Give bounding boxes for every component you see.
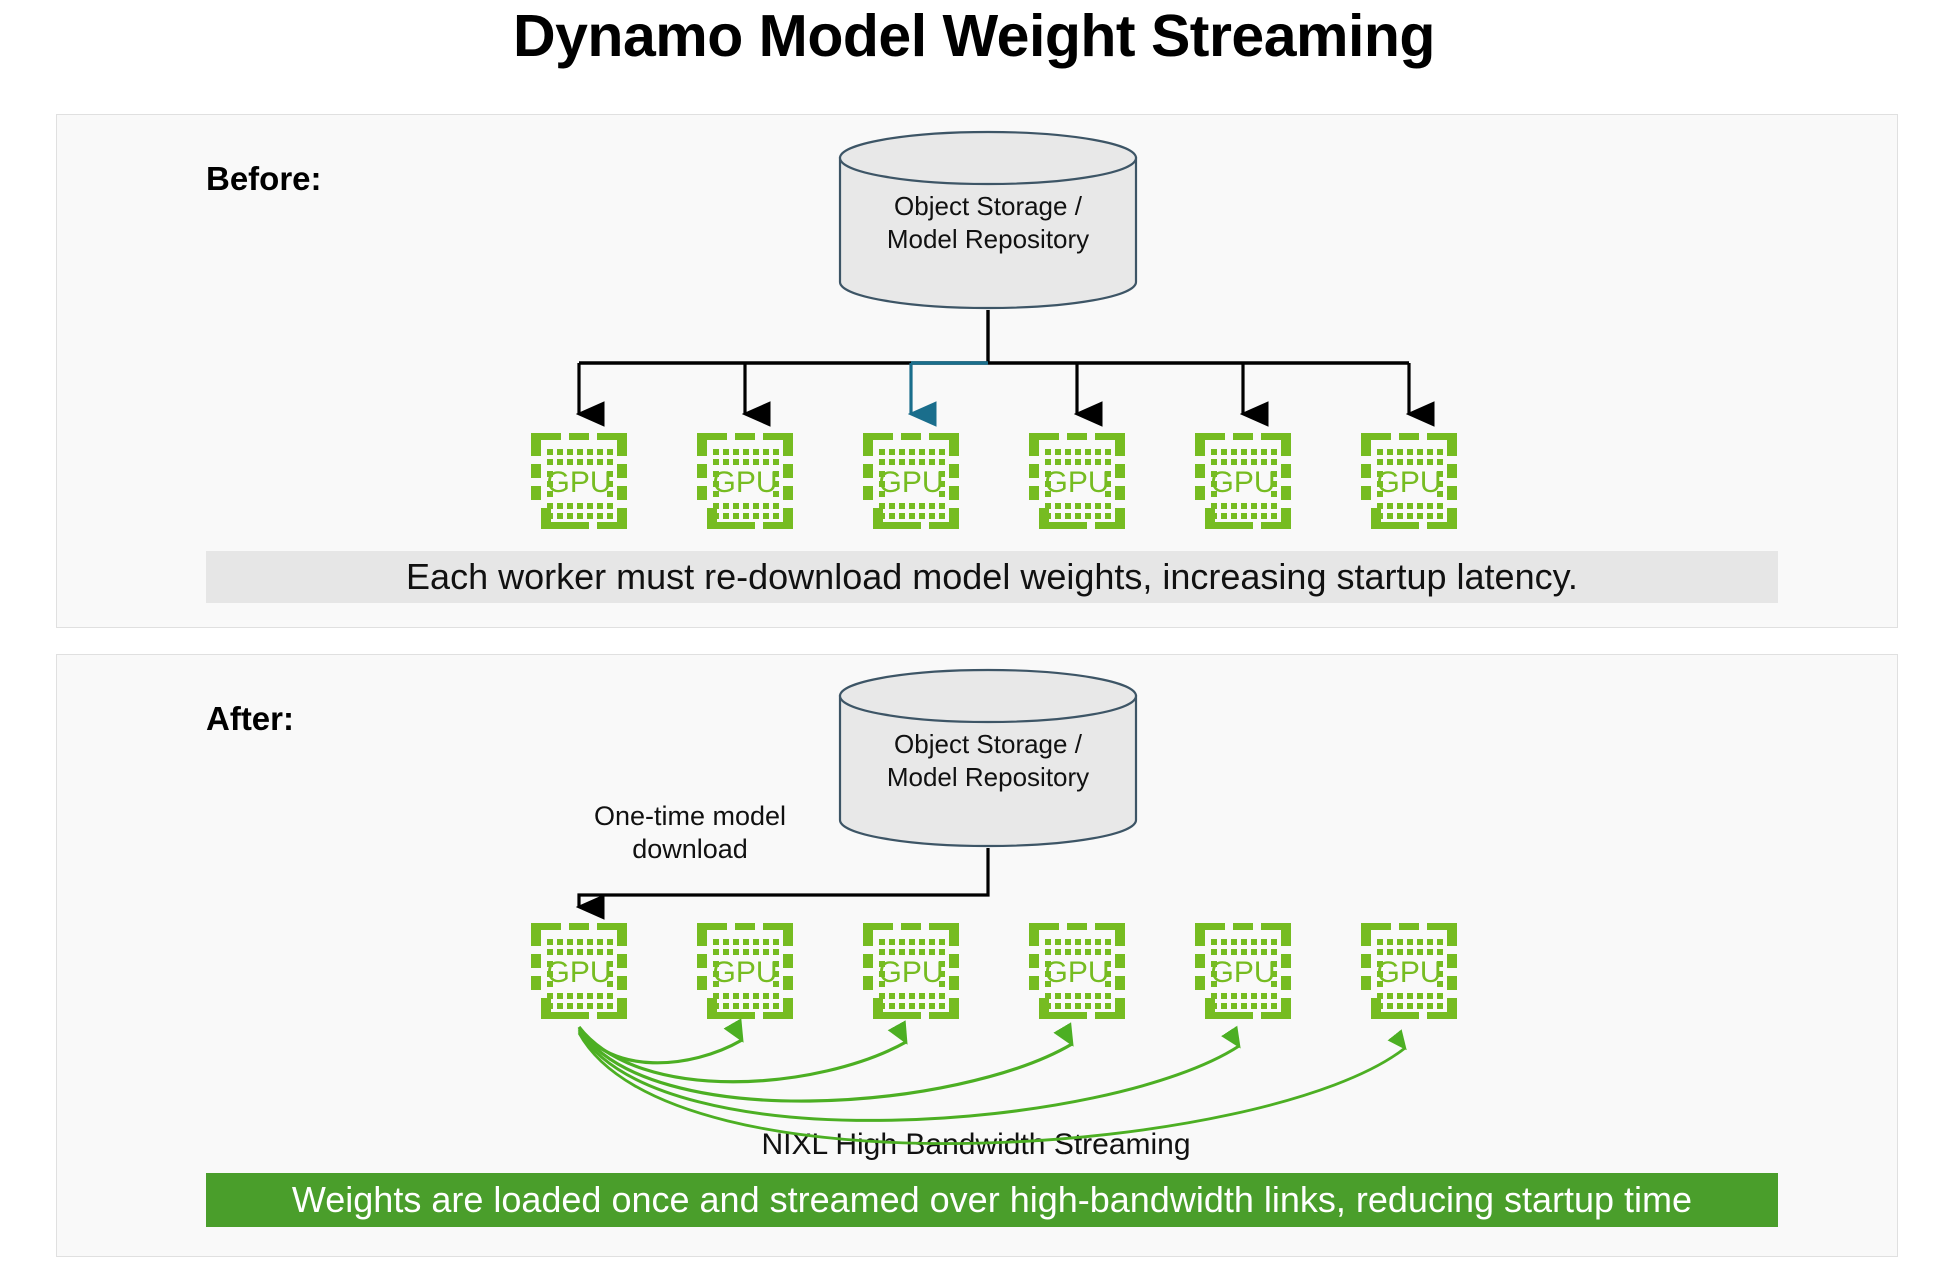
gpu-label: GPU — [546, 956, 611, 989]
gpu-chip-icon: GPU — [1195, 433, 1291, 529]
before-section-label: Before: — [206, 160, 322, 197]
after-gpu-5[interactable]: GPU — [1351, 915, 1467, 1027]
gpu-label: GPU — [546, 466, 611, 499]
after-gpu-1[interactable]: GPU — [687, 915, 803, 1027]
before-gpu-5[interactable]: GPU — [1351, 425, 1467, 537]
before-caption-bar: Each worker must re-download model weigh… — [206, 551, 1778, 603]
before-gpu-1[interactable]: GPU — [687, 425, 803, 537]
after-section-label: After: — [206, 700, 294, 737]
gpu-chip-icon: GPU — [1361, 923, 1457, 1019]
before-gpu-3[interactable]: GPU — [1019, 425, 1135, 537]
gpu-label: GPU — [1376, 956, 1441, 989]
cylinder-shape — [838, 668, 1138, 848]
gpu-chip-icon: GPU — [1195, 923, 1291, 1019]
after-gpu-4[interactable]: GPU — [1185, 915, 1301, 1027]
gpu-chip-icon: GPU — [697, 433, 793, 529]
after-caption-text: Weights are loaded once and streamed ove… — [291, 1179, 1693, 1220]
cylinder-shape — [838, 130, 1138, 310]
before-object-storage-cylinder: Object Storage / Model Repository — [838, 130, 1138, 310]
gpu-label: GPU — [878, 466, 943, 499]
gpu-label: GPU — [712, 466, 777, 499]
after-gpu-3[interactable]: GPU — [1019, 915, 1135, 1027]
gpu-label: GPU — [1210, 466, 1275, 499]
gpu-chip-icon: GPU — [1029, 433, 1125, 529]
gpu-label: GPU — [878, 956, 943, 989]
gpu-label: GPU — [1376, 466, 1441, 499]
before-gpu-0[interactable]: GPU — [521, 425, 637, 537]
gpu-chip-icon: GPU — [863, 433, 959, 529]
page-title: Dynamo Model Weight Streaming — [513, 3, 1435, 69]
gpu-chip-icon: GPU — [531, 923, 627, 1019]
before-gpu-2[interactable]: GPU — [853, 425, 969, 537]
gpu-label: GPU — [712, 956, 777, 989]
after-gpu-2[interactable]: GPU — [853, 915, 969, 1027]
gpu-chip-icon: GPU — [697, 923, 793, 1019]
before-caption-text: Each worker must re-download model weigh… — [406, 556, 1578, 597]
gpu-label: GPU — [1044, 956, 1109, 989]
gpu-chip-icon: GPU — [863, 923, 959, 1019]
before-gpu-4[interactable]: GPU — [1185, 425, 1301, 537]
gpu-chip-icon: GPU — [1029, 923, 1125, 1019]
gpu-chip-icon: GPU — [531, 433, 627, 529]
gpu-label: GPU — [1210, 956, 1275, 989]
after-gpu-0[interactable]: GPU — [521, 915, 637, 1027]
after-object-storage-cylinder: Object Storage / Model Repository — [838, 668, 1138, 848]
gpu-chip-icon: GPU — [1361, 433, 1457, 529]
after-caption-bar: Weights are loaded once and streamed ove… — [206, 1173, 1778, 1227]
gpu-label: GPU — [1044, 466, 1109, 499]
nixl-streaming-label: NIXL High Bandwidth Streaming — [761, 1128, 1191, 1161]
one-time-download-label: One-time model download — [593, 801, 787, 864]
